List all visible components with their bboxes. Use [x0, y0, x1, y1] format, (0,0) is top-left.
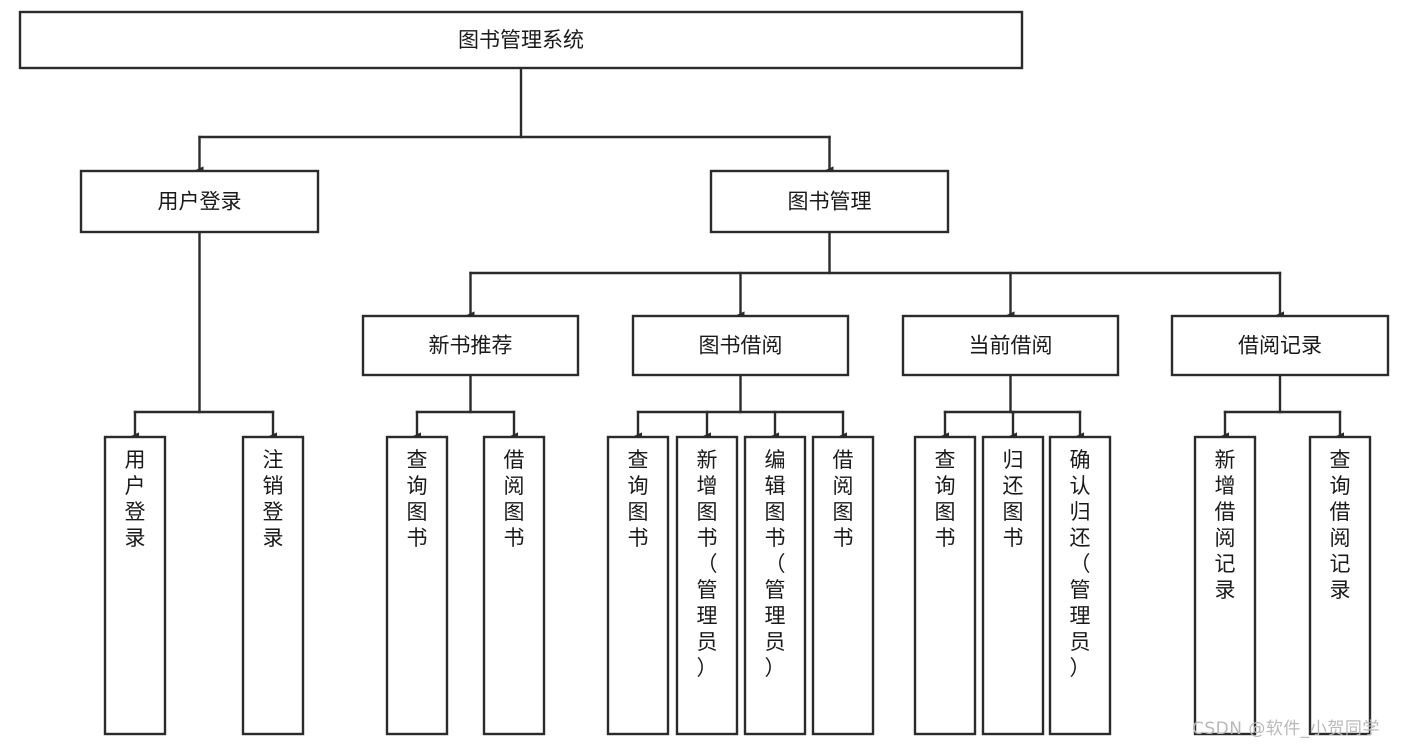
node-label: 归还图书 — [1003, 448, 1024, 550]
node-box[interactable] — [901, 314, 1120, 377]
node-box[interactable] — [981, 435, 1045, 736]
node-box[interactable] — [482, 435, 546, 736]
node-label: 查询图书 — [628, 448, 649, 550]
node-box[interactable] — [1308, 435, 1372, 736]
node-label: 图书管理 — [788, 190, 872, 214]
node-leaf-user-login[interactable]: 用户登录 — [103, 435, 167, 736]
node-leaf-query-book-2[interactable]: 查询图书 — [606, 435, 670, 736]
node-borrow-record[interactable]: 借阅记录 — [1170, 314, 1390, 377]
node-box[interactable] — [18, 10, 1024, 70]
node-label: 图书管理系统 — [458, 28, 584, 52]
node-label: 新书推荐 — [429, 334, 513, 358]
node-leaf-query-book-3[interactable]: 查询图书 — [913, 435, 977, 736]
node-label: 借阅图书 — [833, 448, 854, 550]
node-box[interactable] — [241, 435, 305, 736]
node-box[interactable] — [675, 435, 739, 736]
node-leaf-return-book[interactable]: 归还图书 — [981, 435, 1045, 736]
node-box[interactable] — [361, 314, 580, 377]
edges-layer — [130, 66, 1345, 440]
node-label: 查询图书 — [935, 448, 956, 550]
node-box[interactable] — [811, 435, 875, 736]
node-leaf-borrow-book-2[interactable]: 借阅图书 — [811, 435, 875, 736]
node-leaf-add-book[interactable]: 新增图书（管理员） — [675, 435, 739, 736]
node-box[interactable] — [631, 314, 850, 377]
watermark-text: CSDN @软件_小贺同学 — [1192, 719, 1380, 739]
node-user-login[interactable]: 用户登录 — [79, 169, 320, 234]
node-label: 用户登录 — [158, 190, 242, 214]
node-label: 注销登录 — [263, 448, 284, 550]
node-leaf-query-record[interactable]: 查询借阅记录 — [1308, 435, 1372, 736]
node-leaf-edit-book[interactable]: 编辑图书（管理员） — [743, 435, 807, 736]
node-root[interactable]: 图书管理系统 — [18, 10, 1024, 70]
node-label: 借阅图书 — [504, 448, 525, 550]
node-box[interactable] — [1193, 435, 1257, 736]
node-box[interactable] — [709, 169, 950, 234]
node-leaf-add-record[interactable]: 新增借阅记录 — [1193, 435, 1257, 736]
node-leaf-query-book-1[interactable]: 查询图书 — [385, 435, 449, 736]
node-leaf-user-logout[interactable]: 注销登录 — [241, 435, 305, 736]
node-box[interactable] — [385, 435, 449, 736]
node-current-borrow[interactable]: 当前借阅 — [901, 314, 1120, 377]
node-label: 新增图书（管理员） — [697, 448, 718, 680]
node-book-borrow[interactable]: 图书借阅 — [631, 314, 850, 377]
node-label: 查询借阅记录 — [1330, 448, 1351, 602]
node-box[interactable] — [1048, 435, 1112, 736]
node-box[interactable] — [79, 169, 320, 234]
node-leaf-confirm-return[interactable]: 确认归还（管理员） — [1048, 435, 1112, 736]
node-label: 用户登录 — [125, 448, 146, 550]
node-box[interactable] — [606, 435, 670, 736]
node-box[interactable] — [103, 435, 167, 736]
node-book-manage[interactable]: 图书管理 — [709, 169, 950, 234]
node-label: 查询图书 — [407, 448, 428, 550]
node-new-book-rec[interactable]: 新书推荐 — [361, 314, 580, 377]
node-label: 新增借阅记录 — [1215, 448, 1236, 602]
node-leaf-borrow-book-1[interactable]: 借阅图书 — [482, 435, 546, 736]
node-label: 图书借阅 — [699, 334, 783, 358]
node-label: 当前借阅 — [969, 334, 1053, 358]
node-box[interactable] — [743, 435, 807, 736]
node-box[interactable] — [1170, 314, 1390, 377]
nodes-layer: 图书管理系统用户登录图书管理新书推荐图书借阅当前借阅借阅记录用户登录注销登录查询… — [18, 10, 1390, 736]
node-label: 借阅记录 — [1238, 334, 1322, 358]
node-label: 确认归还（管理员） — [1070, 448, 1091, 680]
node-box[interactable] — [913, 435, 977, 736]
node-label: 编辑图书（管理员） — [765, 448, 786, 680]
